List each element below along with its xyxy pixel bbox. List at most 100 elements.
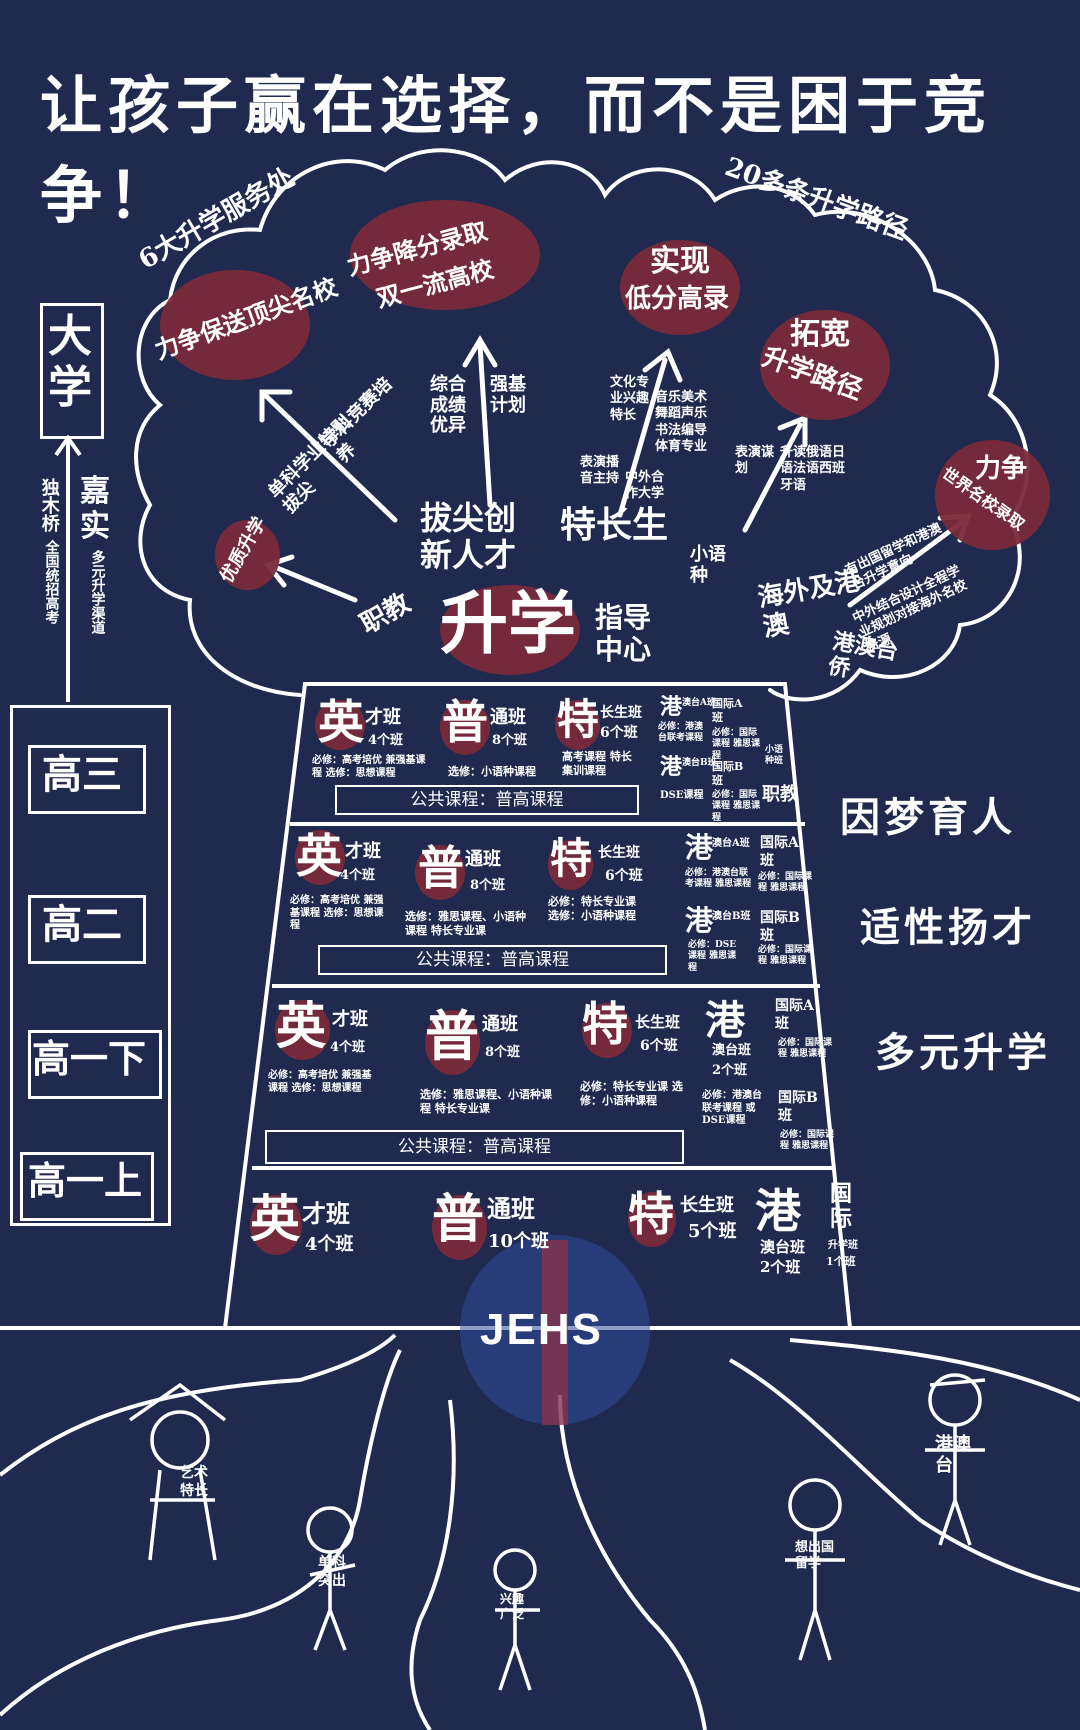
- t2-gang1-note: 必修：港澳台联考课程 雅思课程: [685, 868, 752, 890]
- t2-gang1-char: 港: [685, 831, 714, 864]
- grade-panel: [10, 705, 171, 1226]
- note-minor-language: 小语种: [690, 544, 726, 586]
- t3-gang-count: 2个班: [712, 1063, 748, 1078]
- motto-3: 多元升学: [875, 1029, 1051, 1076]
- t2-guoji1-name: 国际A班: [760, 835, 799, 869]
- t1-ying-count: 4个班: [368, 733, 404, 748]
- t1-guoji1-note: 必修：国际课程 雅思课程: [712, 728, 761, 761]
- center-specialty: 特长生: [560, 504, 669, 546]
- t3-te-note: 必修：特长专业课 选修：小语种课程: [580, 1080, 683, 1107]
- goal-blob-5: [935, 440, 1050, 550]
- goal-realize: 实现: [650, 244, 710, 279]
- t3-guoji1-name: 国际A班: [775, 998, 814, 1032]
- university-label: 大学: [48, 311, 92, 413]
- t1-pu-count: 8个班: [492, 733, 528, 748]
- t3-ying-note: 必修：高考培优 兼强基课程 选修：思想课程: [268, 1070, 372, 1094]
- t2-guoji2-name: 国际B班: [760, 910, 800, 944]
- t3-te-count: 6个班: [640, 1038, 678, 1054]
- figure-label-hmt: 港澳台: [935, 1434, 971, 1476]
- goal-expand: 拓宽: [790, 317, 850, 352]
- t2-te-note: 必修：特长专业课 选修：小语种课程: [548, 895, 636, 922]
- t4-gang-name: 澳台班: [760, 1238, 806, 1256]
- t3-te-blob: [582, 1003, 632, 1058]
- t1-gang1-char: 港: [660, 694, 683, 720]
- t2-gang2-char: 港: [685, 904, 714, 937]
- t2-ying-char: 英: [296, 829, 342, 883]
- t3-pu-count: 8个班: [485, 1045, 521, 1060]
- t4-pu-char: 普: [432, 1189, 485, 1250]
- jiashi-sub: 多元升学渠道: [89, 550, 106, 634]
- t1-gang2-note: DSE课程: [660, 790, 704, 801]
- note-overall: 综合成绩优异: [430, 374, 466, 437]
- t3-gang-char: 港: [705, 997, 745, 1044]
- t4-pu-blob: [432, 1195, 487, 1260]
- t1-te-char: 特: [557, 695, 600, 744]
- grade-1a: 高一上: [28, 1158, 143, 1203]
- t4-pu-name: 通班: [487, 1194, 535, 1223]
- t1-gang1-note: 必修：港澳台联考课程: [658, 722, 704, 744]
- goal-blob-3: [620, 240, 740, 335]
- t1-ying-blob: [315, 700, 365, 750]
- t3-ying-char: 英: [276, 996, 326, 1055]
- t2-te-name: 长生班: [598, 845, 640, 861]
- university-box: [40, 303, 104, 439]
- t4-gang-count: 2个班: [760, 1258, 801, 1276]
- t4-ying-count: 4个班: [305, 1234, 354, 1255]
- t1-pu-blob: [440, 700, 490, 755]
- t3-pu-note: 选修：雅思课程、小语种课程 特长专业课: [420, 1088, 552, 1115]
- t4-ying-char: 英: [250, 1189, 300, 1248]
- goal-blob-4: [760, 310, 890, 420]
- note-performance: 表演播音主持: [580, 455, 620, 487]
- t2-ying-blob: [295, 830, 345, 885]
- t3-guoji2-name: 国际B班: [778, 1090, 818, 1124]
- grade-box-1b: [28, 1030, 162, 1099]
- note-strong-base: 强基计划: [490, 374, 526, 416]
- grade-box-2: [28, 895, 146, 964]
- t2-te-count: 6个班: [605, 868, 643, 884]
- jehs-logo: JEHS: [480, 1305, 603, 1354]
- center-blob: [440, 585, 580, 675]
- t1-xiaoyu-name: 小语种班: [765, 745, 784, 767]
- t1-guoji2-note: 必修：国际课程 雅思课程: [712, 790, 761, 823]
- t1-te-name: 长生班: [600, 705, 642, 721]
- t3-pu-char: 普: [425, 1004, 479, 1068]
- t1-ying-char: 英: [318, 695, 364, 749]
- t2-te-char: 特: [550, 834, 593, 883]
- t1-te-count: 6个班: [600, 725, 638, 741]
- t1-guoji2-name: 国际B班: [712, 760, 744, 787]
- t1-public-bar: 公共课程：普高课程: [335, 785, 639, 815]
- t2-pu-blob: [415, 845, 465, 900]
- t2-gang2-note: 必修：DSE课程 雅思课程: [688, 940, 737, 973]
- grade-box-3: [28, 745, 146, 814]
- t2-pu-name: 通班: [465, 849, 501, 870]
- t3-te-name: 长生班: [635, 1013, 681, 1031]
- dumuqiao-sub: 全国统招高考: [43, 540, 60, 624]
- figure-label-art: 艺术特长: [180, 1465, 208, 1499]
- t4-ying-blob: [250, 1195, 302, 1255]
- t2-gang1-name: 澳台A班: [712, 838, 750, 849]
- t2-ying-name: 才班: [345, 841, 381, 862]
- note-sino-foreign: 中外合作大学: [625, 470, 665, 502]
- t1-gang1-name: 澳台A班: [682, 698, 716, 708]
- t3-ying-blob: [275, 1000, 330, 1060]
- note-culture: 文化专业兴趣特长: [610, 375, 650, 423]
- t2-gang2-name: 澳台B班: [712, 911, 751, 922]
- t3-public-bar: 公共课程：普高课程: [265, 1130, 684, 1164]
- note-arts: 音乐美术舞蹈声乐书法编导体育专业: [655, 390, 708, 454]
- t2-pu-count: 8个班: [470, 878, 506, 893]
- t3-guoji1-note: 必修：国际课程 雅思课程: [778, 1038, 833, 1060]
- t1-zhijiao-name: 职教: [762, 784, 798, 805]
- goal-strive: 力争: [975, 454, 1028, 484]
- t2-ying-count: 4个班: [340, 868, 376, 883]
- goal-blob-6: [215, 520, 280, 590]
- t2-guoji2-note: 必修：国际课程 雅思课程: [758, 945, 813, 967]
- figure-label-study-abroad: 想出国留学: [795, 1540, 835, 1572]
- t1-te-note: 高考课程 特长集训课程: [562, 750, 632, 777]
- jiashi-label: 嘉实: [80, 474, 110, 544]
- grade-box-1a: [20, 1152, 154, 1221]
- t1-ying-name: 才班: [365, 707, 401, 728]
- grade-2: 高二: [42, 901, 122, 948]
- t3-gang-name: 澳台班: [712, 1043, 752, 1058]
- t4-te-name: 长生班: [680, 1195, 734, 1216]
